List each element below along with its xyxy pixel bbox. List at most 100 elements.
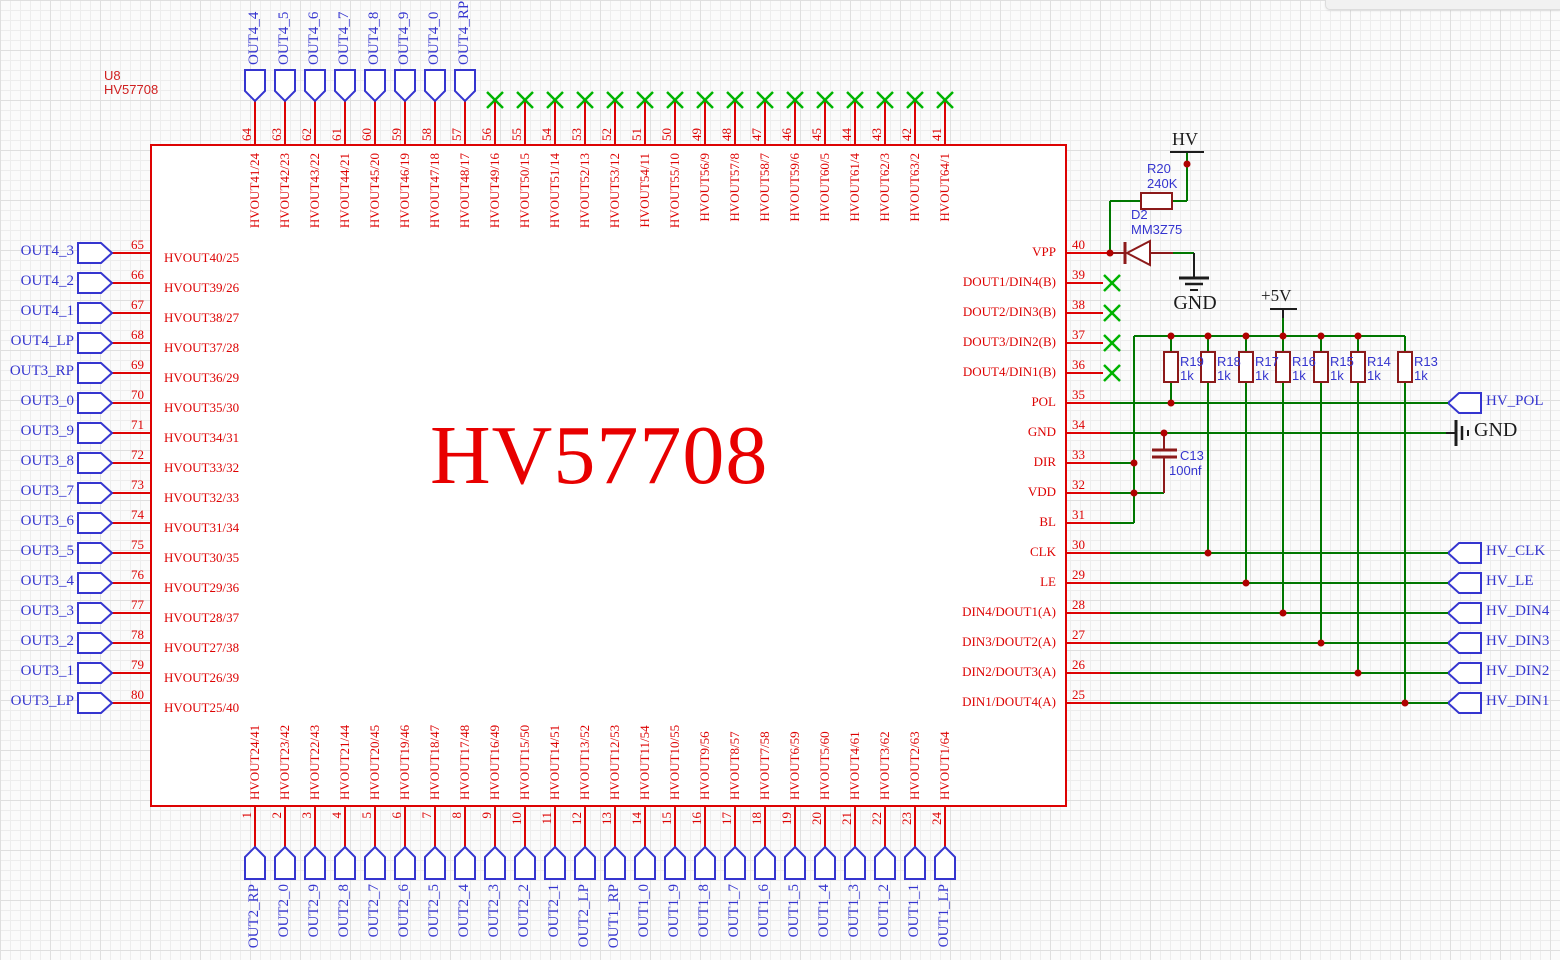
resistor-ref-r17[interactable]: R17: [1255, 354, 1279, 369]
port-OUT2_5[interactable]: [424, 845, 446, 880]
resistor-r20[interactable]: [1140, 192, 1173, 210]
port-HV_CLK[interactable]: [1446, 542, 1482, 564]
port-OUT2_3[interactable]: [484, 845, 506, 880]
port-OUT1_0[interactable]: [634, 845, 656, 880]
port-label-OUT1_9[interactable]: OUT1_9: [666, 884, 682, 938]
port-OUT2_9[interactable]: [304, 845, 326, 880]
port-OUT2_4[interactable]: [454, 845, 476, 880]
port-label-OUT2_5[interactable]: OUT2_5: [426, 884, 442, 938]
port-OUT3_LP[interactable]: [77, 692, 114, 714]
resistor-ref-r13[interactable]: R13: [1414, 354, 1438, 369]
resistor-r15[interactable]: [1313, 351, 1329, 383]
resistor-ref-r15[interactable]: R15: [1330, 354, 1354, 369]
chip-title[interactable]: HV57708: [430, 409, 769, 502]
port-label-OUT3_LP[interactable]: OUT3_LP: [10, 693, 74, 709]
port-OUT3_9[interactable]: [77, 422, 114, 444]
port-HV_DIN2[interactable]: [1446, 662, 1482, 684]
port-OUT4_3[interactable]: [77, 242, 114, 264]
port-label-OUT1_7[interactable]: OUT1_7: [726, 884, 742, 938]
port-label-HV_LE[interactable]: HV_LE: [1486, 573, 1534, 589]
port-label-OUT4_3[interactable]: OUT4_3: [20, 243, 74, 259]
resistor-ref-r19[interactable]: R19: [1180, 354, 1204, 369]
resistor-ref-r18[interactable]: R18: [1217, 354, 1241, 369]
port-label-OUT2_3[interactable]: OUT2_3: [486, 884, 502, 938]
port-OUT4_6[interactable]: [304, 69, 326, 103]
port-label-OUT1_2[interactable]: OUT1_2: [876, 884, 892, 938]
port-label-HV_DIN4[interactable]: HV_DIN4: [1486, 603, 1550, 619]
port-HV_POL[interactable]: [1446, 392, 1482, 414]
chip-body[interactable]: [150, 144, 1067, 807]
port-HV_DIN4[interactable]: [1446, 602, 1482, 624]
port-label-OUT3_8[interactable]: OUT3_8: [20, 453, 74, 469]
port-HV_LE[interactable]: [1446, 572, 1482, 594]
port-label-OUT3_0[interactable]: OUT3_0: [20, 393, 74, 409]
resistor-ref-r20[interactable]: R20: [1147, 161, 1171, 176]
port-OUT4_8[interactable]: [364, 69, 386, 103]
resistor-value-r13[interactable]: 1k: [1414, 368, 1428, 383]
port-OUT2_1[interactable]: [544, 845, 566, 880]
port-OUT2_0[interactable]: [274, 845, 296, 880]
port-label-OUT4_6[interactable]: OUT4_6: [306, 11, 322, 65]
port-OUT1_5[interactable]: [784, 845, 806, 880]
port-OUT1_RP[interactable]: [604, 845, 626, 880]
port-OUT4_RP[interactable]: [454, 69, 476, 103]
port-OUT4_4[interactable]: [244, 69, 266, 103]
port-label-OUT2_6[interactable]: OUT2_6: [396, 884, 412, 938]
diode-ref-d2[interactable]: D2: [1131, 207, 1148, 222]
port-OUT1_9[interactable]: [664, 845, 686, 880]
resistor-r13[interactable]: [1397, 351, 1413, 383]
port-label-OUT4_8[interactable]: OUT4_8: [366, 11, 382, 65]
port-label-OUT3_1[interactable]: OUT3_1: [20, 663, 74, 679]
port-label-OUT2_0[interactable]: OUT2_0: [276, 884, 292, 938]
port-label-OUT3_RP[interactable]: OUT3_RP: [9, 363, 74, 379]
port-OUT4_7[interactable]: [334, 69, 356, 103]
port-label-OUT2_1[interactable]: OUT2_1: [546, 884, 562, 938]
port-label-OUT2_9[interactable]: OUT2_9: [306, 884, 322, 938]
resistor-r18[interactable]: [1200, 351, 1216, 383]
port-label-OUT1_8[interactable]: OUT1_8: [696, 884, 712, 938]
resistor-value-r17[interactable]: 1k: [1255, 368, 1269, 383]
component-part[interactable]: HV57708: [104, 82, 159, 97]
resistor-value-r18[interactable]: 1k: [1217, 368, 1231, 383]
port-label-HV_DIN1[interactable]: HV_DIN1: [1486, 693, 1550, 709]
port-OUT4_1[interactable]: [77, 302, 114, 324]
port-label-HV_POL[interactable]: HV_POL: [1486, 393, 1544, 409]
port-OUT3_1[interactable]: [77, 662, 114, 684]
net-label-hv[interactable]: HV: [1172, 129, 1198, 149]
port-label-OUT4_4[interactable]: OUT4_4: [246, 11, 262, 65]
component-ref[interactable]: U8: [104, 68, 121, 83]
gnd-symbol-label[interactable]: GND: [1173, 292, 1217, 314]
port-label-OUT1_4[interactable]: OUT1_4: [816, 884, 832, 938]
port-label-HV_CLK[interactable]: HV_CLK: [1486, 543, 1546, 559]
resistor-r19[interactable]: [1163, 351, 1179, 383]
port-label-OUT3_2[interactable]: OUT3_2: [20, 633, 74, 649]
port-label-OUT4_0[interactable]: OUT4_0: [426, 11, 442, 65]
resistor-r14[interactable]: [1350, 351, 1366, 383]
port-label-OUT3_6[interactable]: OUT3_6: [20, 513, 74, 529]
port-label-OUT4_5[interactable]: OUT4_5: [276, 11, 292, 65]
port-label-OUT2_2[interactable]: OUT2_2: [516, 884, 532, 938]
port-label-OUT1_6[interactable]: OUT1_6: [756, 884, 772, 938]
port-label-OUT1_1[interactable]: OUT1_1: [906, 884, 922, 938]
port-label-OUT3_9[interactable]: OUT3_9: [20, 423, 74, 439]
port-OUT4_2[interactable]: [77, 272, 114, 294]
port-label-OUT3_5[interactable]: OUT3_5: [20, 543, 74, 559]
port-OUT3_4[interactable]: [77, 572, 114, 594]
port-OUT2_7[interactable]: [364, 845, 386, 880]
port-OUT3_8[interactable]: [77, 452, 114, 474]
port-label-OUT2_7[interactable]: OUT2_7: [366, 884, 382, 938]
port-label-OUT1_LP[interactable]: OUT1_LP: [936, 884, 952, 948]
port-OUT4_LP[interactable]: [77, 332, 114, 354]
port-label-HV_DIN3[interactable]: HV_DIN3: [1486, 633, 1550, 649]
port-OUT2_6[interactable]: [394, 845, 416, 880]
port-OUT3_0[interactable]: [77, 392, 114, 414]
capacitor-value-c13[interactable]: 100nf: [1169, 463, 1202, 478]
port-OUT2_RP[interactable]: [244, 845, 266, 880]
port-OUT3_RP[interactable]: [77, 362, 114, 384]
port-OUT3_7[interactable]: [77, 482, 114, 504]
port-OUT1_3[interactable]: [844, 845, 866, 880]
port-HV_DIN1[interactable]: [1446, 692, 1482, 714]
port-OUT2_LP[interactable]: [574, 845, 596, 880]
port-OUT1_LP[interactable]: [934, 845, 956, 880]
